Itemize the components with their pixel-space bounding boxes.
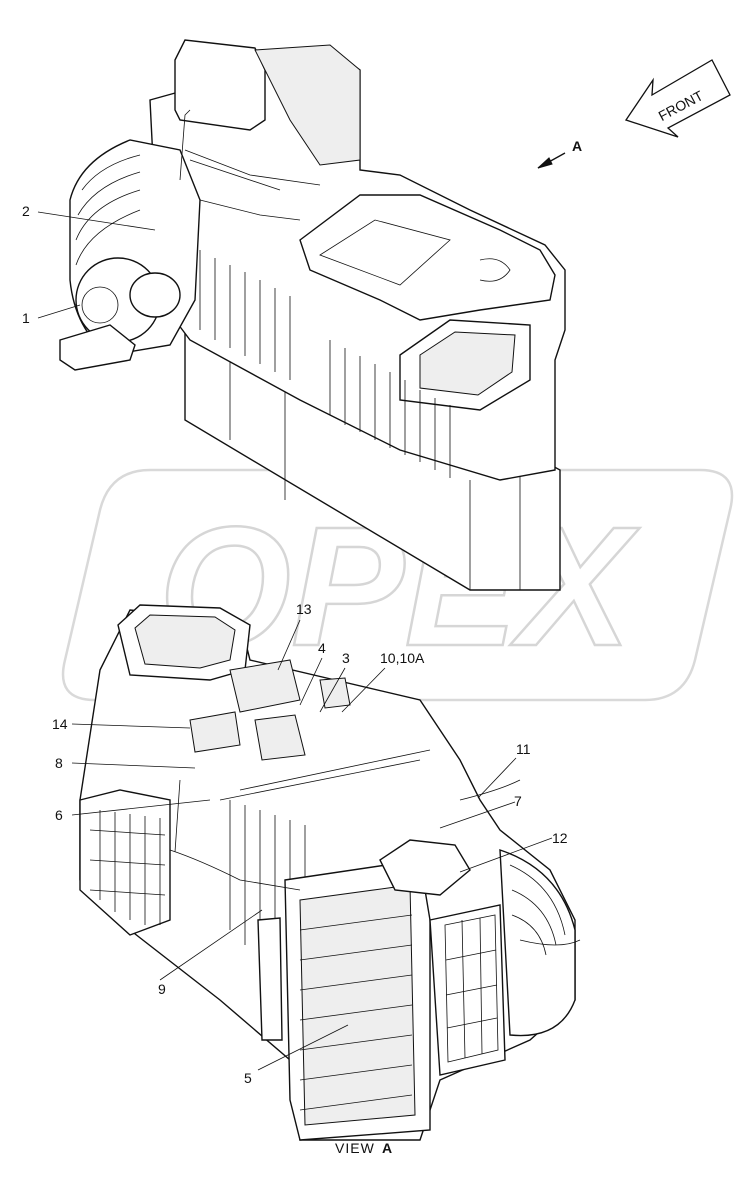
front-arrow: FRONT [624, 59, 731, 138]
callout-8: 8 [55, 755, 63, 771]
callout-14: 14 [52, 716, 68, 732]
callout-6: 6 [55, 807, 63, 823]
callout-2: 2 [22, 203, 30, 219]
front-arrow-label: FRONT [656, 87, 706, 124]
callout-11: 11 [516, 741, 531, 757]
callout-3: 3 [342, 650, 350, 666]
view-a-marker-label: A [572, 138, 582, 154]
callout-9: 9 [158, 981, 166, 997]
view-caption-letter: A [382, 1140, 393, 1156]
view-caption: VIEW A [335, 1140, 393, 1156]
callout-4: 4 [318, 640, 326, 656]
callout-13: 13 [296, 601, 312, 617]
callout-5: 5 [244, 1070, 252, 1086]
top-assembly [59, 39, 566, 591]
callout-labels: 2 1 13 4 3 10,10A 14 8 6 11 7 12 9 5 [22, 203, 568, 1086]
callout-1: 1 [22, 310, 30, 326]
callout-7: 7 [514, 793, 522, 809]
leader-lines [37, 211, 553, 1071]
view-caption-word: VIEW [335, 1140, 375, 1156]
view-a-marker: A [537, 138, 582, 169]
bottom-assembly [79, 604, 581, 1141]
callout-12: 12 [552, 830, 568, 846]
callout-10: 10,10A [380, 650, 425, 666]
